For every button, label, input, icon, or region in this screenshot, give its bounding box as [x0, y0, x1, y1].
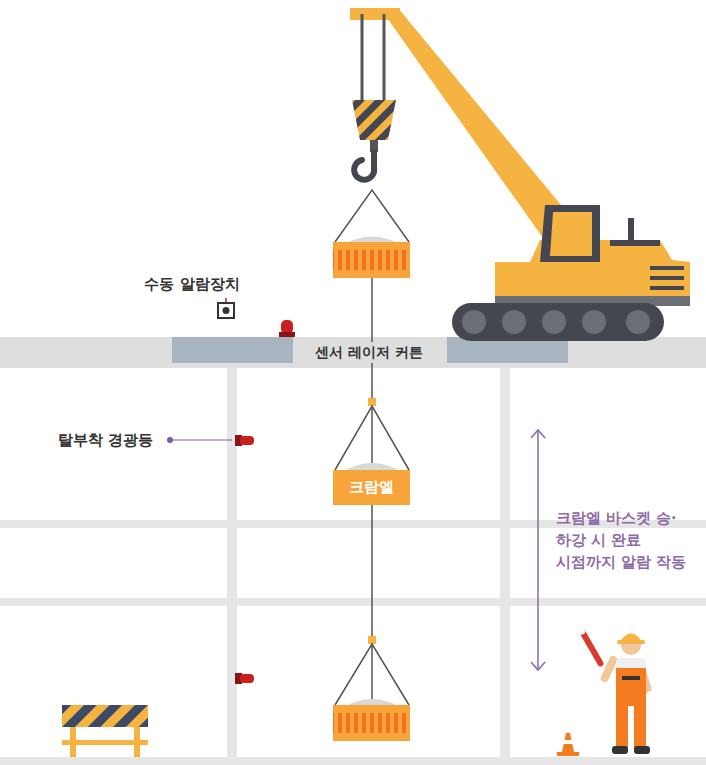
barricade — [62, 705, 148, 757]
basket-box: 크람엘 — [333, 470, 410, 505]
device-label: 탈부착 경광등 — [58, 429, 153, 452]
top-basket — [333, 190, 410, 278]
label-text: 크람엘 바스켓 승·하강 시 완료 시점까지 알람 작동 — [556, 508, 702, 573]
wall-beacon — [167, 435, 254, 684]
beacon-light — [279, 320, 295, 337]
manual-alarm — [218, 298, 234, 318]
traffic-cone — [557, 733, 579, 756]
node-text: 크람엘 — [349, 478, 394, 497]
travel-arrow — [531, 430, 545, 670]
crane — [350, 8, 690, 341]
label-text: 센서 레이저 커튼 — [315, 342, 423, 363]
note-text: 크람엘 바스켓 승·하강 시 완료 시점까지 알람 작동 — [556, 508, 702, 573]
device-label: 수동 알람장치 — [144, 273, 239, 296]
building-frame — [0, 337, 706, 765]
bottom-basket — [333, 644, 410, 741]
label-text: 수동 알람장치 — [144, 273, 239, 296]
middle-basket-rig — [335, 406, 409, 472]
signal-worker — [575, 622, 652, 754]
sensor-label: 센서 레이저 커튼 — [311, 342, 427, 363]
label-text: 탈부착 경광등 — [58, 429, 153, 452]
